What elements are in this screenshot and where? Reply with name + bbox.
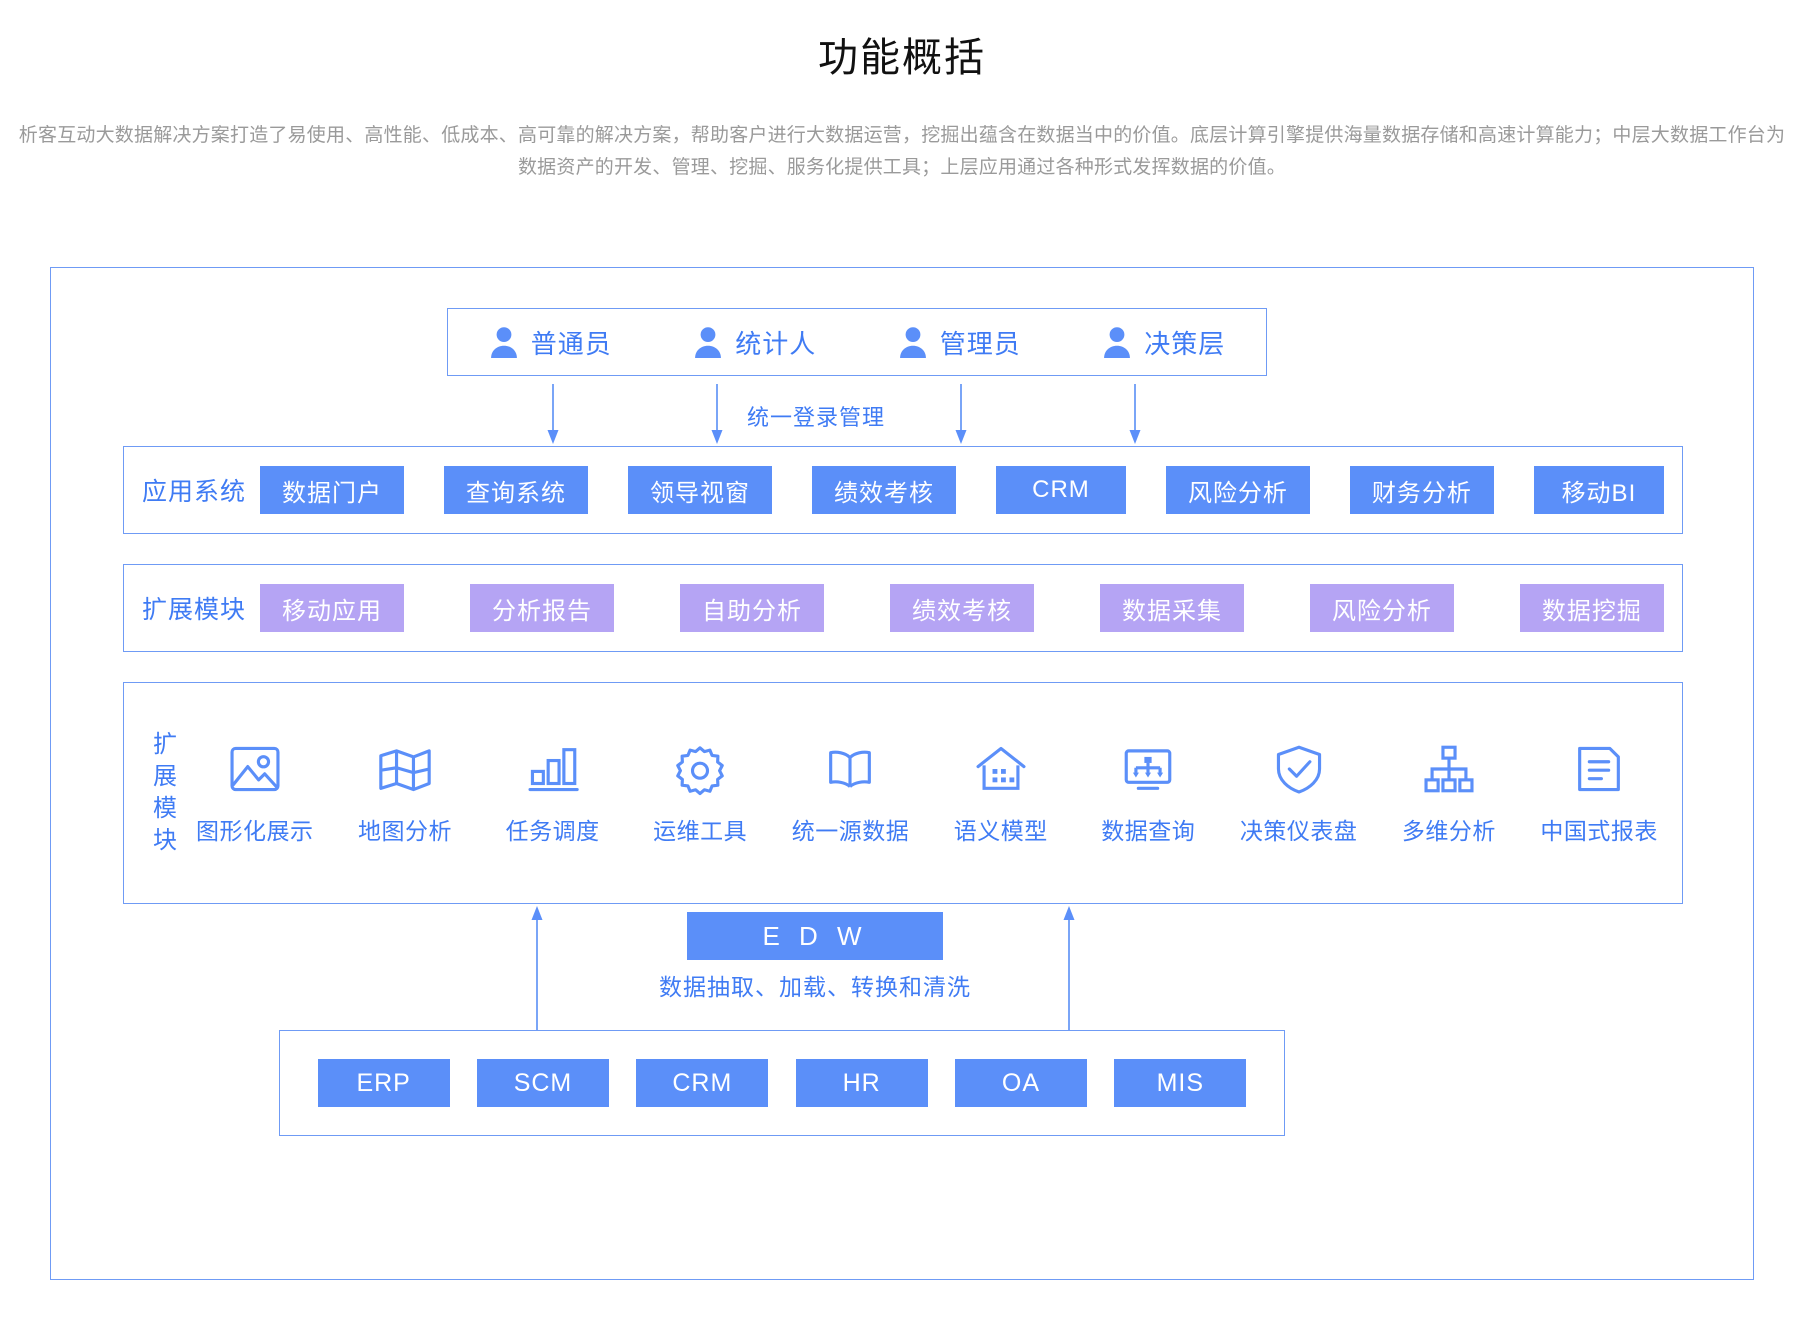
extension-modules-label: 扩展模块 — [142, 596, 247, 624]
role-item[interactable]: 普通员 — [489, 324, 612, 361]
ext-chip[interactable]: 风险分析 — [1309, 584, 1454, 632]
user-icon — [490, 327, 517, 358]
user-icon — [695, 327, 722, 358]
app-chip[interactable]: 风险分析 — [1165, 466, 1310, 514]
capability-item[interactable]: 任务调度 — [497, 740, 609, 846]
app-chip[interactable]: 绩效考核 — [811, 466, 956, 514]
capability-icon-list: 图形化展示 地图分析 任务调度 — [190, 740, 1664, 846]
arrow-up-icon — [1063, 906, 1075, 1030]
source-system-chip[interactable]: OA — [954, 1059, 1087, 1107]
app-chip[interactable]: CRM — [995, 466, 1126, 514]
arrow-down-icon — [547, 384, 559, 444]
app-chip[interactable]: 领导视窗 — [627, 466, 772, 514]
ext-chip[interactable]: 移动应用 — [260, 584, 405, 632]
ext-chip[interactable]: 数据挖掘 — [1519, 584, 1664, 632]
source-system-chip[interactable]: MIS — [1114, 1059, 1247, 1107]
ext-chip[interactable]: 分析报告 — [470, 584, 614, 632]
capability-label: 决策仪表盘 — [1239, 818, 1358, 844]
capability-item[interactable]: 语义模型 — [945, 740, 1057, 846]
ext-chip[interactable]: 绩效考核 — [889, 584, 1034, 632]
unified-login-caption: 统一登录管理 — [747, 405, 886, 430]
role-item[interactable]: 决策层 — [1102, 324, 1225, 361]
arrow-down-icon — [1129, 384, 1141, 444]
capability-label: 地图分析 — [358, 818, 453, 844]
bar-chart-icon — [528, 748, 579, 792]
page-description: 析客互动大数据解决方案打造了易使用、高性能、低成本、高可靠的解决方案，帮助客户进… — [18, 125, 1786, 178]
capability-label: 多维分析 — [1401, 818, 1496, 844]
source-system-chip[interactable]: CRM — [636, 1059, 769, 1107]
capability-item[interactable]: 统一源数据 — [792, 740, 910, 846]
source-systems-panel: ERP SCM CRM HR OA MIS — [279, 1030, 1285, 1136]
app-chip[interactable]: 财务分析 — [1349, 466, 1494, 514]
capability-panel-label: 扩展模块 — [153, 731, 177, 854]
capability-item[interactable]: 运维工具 — [644, 740, 756, 846]
capability-item[interactable]: 多维分析 — [1393, 740, 1505, 846]
capability-item[interactable]: 图形化展示 — [196, 740, 314, 846]
source-system-chip[interactable]: HR — [795, 1059, 928, 1107]
capability-label: 统一源数据 — [791, 818, 910, 844]
ext-chip[interactable]: 数据采集 — [1099, 584, 1244, 632]
app-chip[interactable]: 移动BI — [1533, 466, 1664, 514]
capability-item[interactable]: 数据查询 — [1092, 740, 1204, 846]
capability-label: 中国式报表 — [1540, 818, 1658, 844]
capability-icon-panel: 扩展模块 图形化展示 地图分析 — [123, 682, 1683, 904]
arrow-up-icon — [531, 906, 543, 1030]
page-title: 功能概括 — [818, 36, 986, 80]
role-label: 普通员 — [530, 328, 612, 359]
login-flow-band: 统一登录管理 — [447, 376, 1267, 446]
map-icon — [379, 749, 431, 792]
application-systems-label: 应用系统 — [142, 478, 247, 506]
open-book-icon — [829, 750, 872, 788]
house-icon — [976, 746, 1026, 790]
application-systems-row: 应用系统 数据门户 查询系统 领导视窗 绩效考核 CRM 风险分析 财务分析 移… — [123, 446, 1683, 534]
source-system-chip[interactable]: SCM — [476, 1059, 609, 1107]
app-chip[interactable]: 数据门户 — [260, 466, 405, 514]
gear-icon — [676, 746, 724, 796]
capability-label: 语义模型 — [953, 818, 1048, 844]
architecture-diagram: 普通员 统计人 管理员 决策层 — [50, 267, 1754, 1280]
role-label: 管理员 — [939, 328, 1021, 359]
capability-label: 数据查询 — [1101, 818, 1196, 844]
role-item[interactable]: 管理员 — [898, 324, 1021, 361]
capability-item[interactable]: 中国式报表 — [1540, 740, 1658, 846]
role-label: 统计人 — [735, 328, 817, 359]
roles-panel: 普通员 统计人 管理员 决策层 — [447, 308, 1267, 376]
extension-chip-list: 移动应用 分析报告 自助分析 绩效考核 数据采集 风险分析 数据挖掘 — [260, 584, 1664, 632]
edw-box[interactable]: E D W — [687, 912, 943, 960]
extension-modules-row: 扩展模块 移动应用 分析报告 自助分析 绩效考核 数据采集 风险分析 数据挖掘 — [123, 564, 1683, 652]
capability-item[interactable]: 地图分析 — [349, 740, 461, 846]
application-chip-list: 数据门户 查询系统 领导视窗 绩效考核 CRM 风险分析 财务分析 移动BI — [260, 466, 1664, 514]
arrow-down-icon — [711, 384, 723, 444]
document-icon — [1578, 746, 1621, 792]
capability-label: 图形化展示 — [196, 818, 314, 844]
user-icon — [899, 327, 926, 358]
role-label: 决策层 — [1144, 328, 1226, 359]
role-item[interactable]: 统计人 — [693, 324, 816, 361]
hierarchy-icon — [1424, 745, 1474, 793]
image-icon — [230, 746, 280, 792]
capability-item[interactable]: 决策仪表盘 — [1240, 740, 1358, 846]
ext-chip[interactable]: 自助分析 — [679, 584, 824, 632]
capability-label: 运维工具 — [653, 818, 748, 844]
user-icon — [1104, 327, 1131, 358]
app-chip[interactable]: 查询系统 — [444, 466, 588, 514]
source-system-chip[interactable]: ERP — [317, 1059, 450, 1107]
edw-caption: 数据抽取、加载、转换和清洗 — [659, 974, 971, 1000]
arrow-down-icon — [955, 384, 967, 444]
capability-label: 任务调度 — [505, 818, 600, 844]
monitor-flow-icon — [1124, 749, 1172, 790]
shield-check-icon — [1276, 745, 1321, 794]
